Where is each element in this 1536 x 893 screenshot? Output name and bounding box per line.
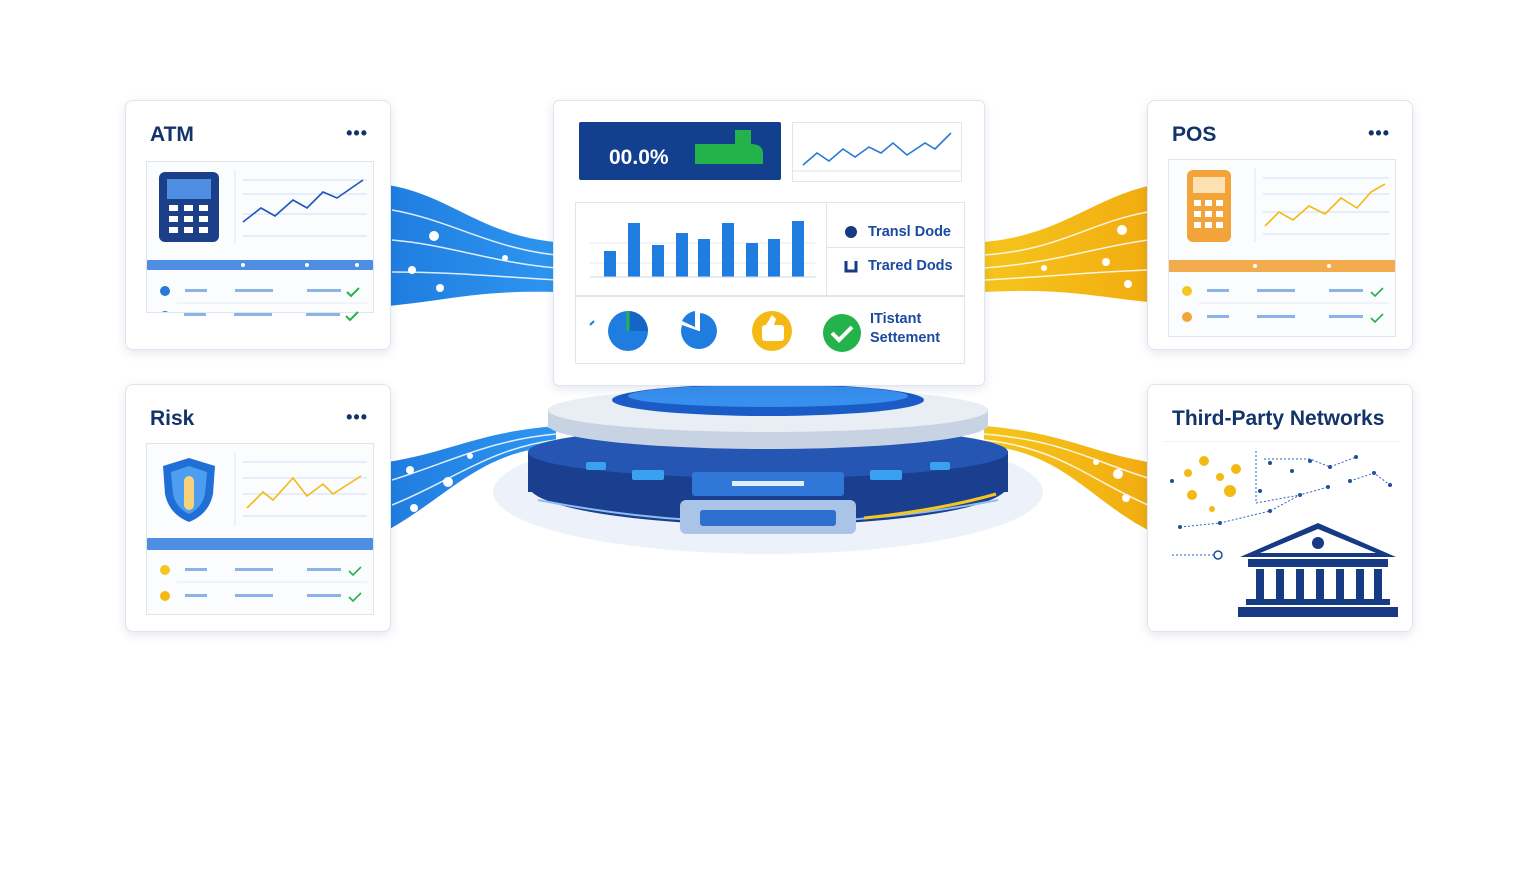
legend-label-2: Trared Dods — [868, 258, 953, 274]
atm-panel-graphics — [147, 170, 373, 321]
bar — [676, 233, 688, 277]
bar — [652, 245, 664, 277]
atm-stream — [388, 185, 556, 306]
risk-card-title: Risk — [150, 407, 195, 430]
risk-panel-graphics — [147, 452, 373, 603]
settlement-label: ITistant Settement — [870, 310, 940, 348]
pos-card-title: POS — [1172, 123, 1217, 146]
kpi-value: 00.0% — [609, 146, 669, 169]
pie-icon — [680, 311, 717, 349]
pos-stream — [984, 186, 1148, 302]
thumbs-up-icon — [752, 311, 792, 351]
mini-line-graphics — [793, 132, 961, 172]
pie-icon — [608, 311, 648, 351]
pos-menu-icon[interactable]: ••• — [1368, 123, 1390, 143]
toggle-indicator-icon — [695, 130, 763, 164]
status-row — [575, 296, 965, 364]
shield-icon — [163, 458, 215, 522]
mini-line-chart — [792, 122, 962, 182]
bar — [628, 223, 640, 277]
settlement-line-1: ITistant — [870, 311, 922, 327]
atm-row-2 — [184, 311, 359, 322]
third-party-card-title: Third-Party Networks — [1172, 407, 1385, 430]
bar — [722, 223, 734, 277]
bar — [698, 239, 710, 277]
risk-menu-icon[interactable]: ••• — [346, 407, 368, 427]
network-graphic — [1164, 441, 1400, 617]
bar — [746, 243, 758, 277]
atm-trend-line — [242, 179, 364, 223]
check-circle-icon — [823, 314, 861, 352]
risk-card[interactable]: Risk ••• — [125, 384, 391, 632]
risk-panel — [146, 443, 374, 615]
pos-terminal-icon — [1187, 170, 1231, 242]
atm-keypad-icon — [159, 172, 219, 242]
legend-dot-icon — [845, 226, 857, 238]
settlement-line-2: Settement — [870, 330, 941, 346]
mini-trend-line — [802, 132, 952, 166]
status-icons — [589, 311, 792, 351]
pos-trend-line — [1264, 183, 1386, 227]
atm-panel — [146, 161, 374, 321]
pos-card[interactable]: POS ••• — [1147, 100, 1413, 350]
bar-chart-panel: Transl Dode Trared Dods — [575, 202, 965, 296]
risk-stream — [388, 426, 556, 530]
central-dashboard[interactable]: 00.0% Tra — [553, 100, 985, 386]
atm-card[interactable]: ATM ••• — [125, 100, 391, 350]
bar — [768, 239, 780, 277]
atm-menu-icon[interactable]: ••• — [346, 123, 368, 143]
third-party-card[interactable]: Third-Party Networks — [1147, 384, 1413, 632]
bar — [792, 221, 804, 277]
kpi-tile[interactable]: 00.0% — [579, 122, 781, 180]
bar-chart — [590, 221, 816, 278]
pos-panel-graphics — [1169, 168, 1395, 324]
bank-building-icon — [1238, 523, 1398, 617]
legend-label-1: Transl Dode — [868, 224, 951, 240]
pos-panel — [1168, 159, 1396, 337]
third-party-stream — [984, 426, 1148, 530]
bar — [604, 251, 616, 277]
atm-card-title: ATM — [150, 123, 194, 146]
legend-square-icon — [844, 261, 858, 273]
risk-trend-line — [246, 475, 362, 509]
